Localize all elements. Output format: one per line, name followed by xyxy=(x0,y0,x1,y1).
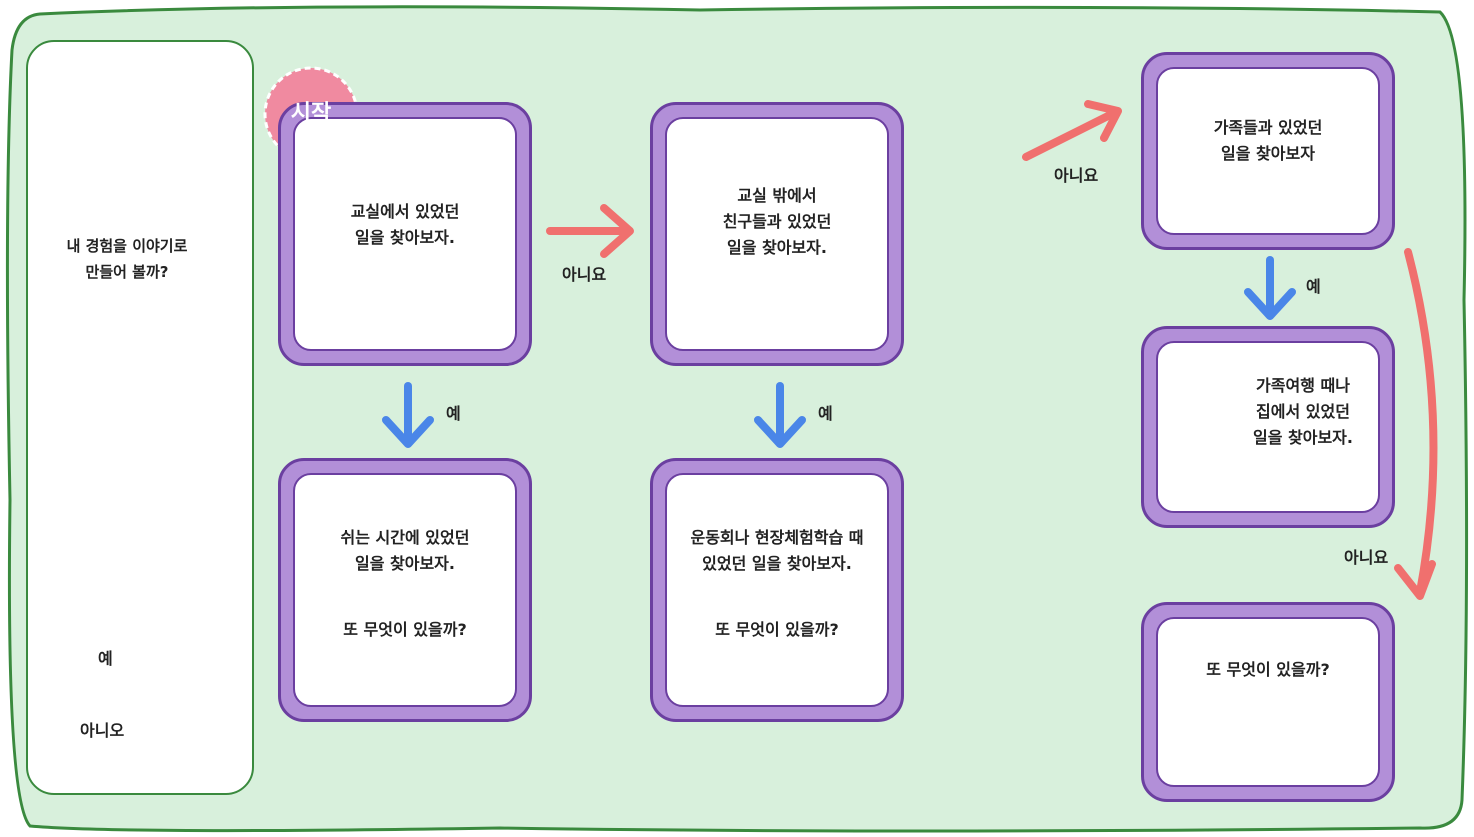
card-sports-line-3: 또 무엇이 있을까? xyxy=(715,620,839,639)
speech-line-1: 내 경험을 이야기로 xyxy=(66,237,188,255)
no-arrow-c2-c3 xyxy=(1022,100,1122,161)
card-break-line-1: 쉬는 시간에 있었던 xyxy=(340,528,470,547)
card-trip-line-3: 일을 찾아보자. xyxy=(1253,428,1353,447)
legend-no-label: 아니오 xyxy=(80,721,125,740)
card-outside-line-1: 교실 밖에서 xyxy=(737,186,817,205)
card-classroom: 교실에서 있었던 일을 찾아보자. xyxy=(278,102,532,366)
card-classroom-line-2: 일을 찾아보자. xyxy=(355,228,455,247)
card-outside-classroom: 교실 밖에서 친구들과 있었던 일을 찾아보자. xyxy=(650,102,904,366)
card-sports-day: 운동회나 현장체험학습 때 있었던 일을 찾아보자. 또 무엇이 있을까? xyxy=(650,458,904,722)
card-family-line-2: 일을 찾아보자 xyxy=(1221,144,1315,163)
card-trip-line-1: 가족여행 때나 xyxy=(1256,376,1350,395)
card-break-time-inner xyxy=(293,473,517,707)
card-break-time: 쉬는 시간에 있었던 일을 찾아보자. 또 무엇이 있을까? xyxy=(278,458,532,722)
card-family-trip: 가족여행 때나 집에서 있었던 일을 찾아보자. xyxy=(1141,326,1395,528)
no-arrow-c1-c2 xyxy=(546,204,634,258)
card-anything-else: 또 무엇이 있을까? xyxy=(1141,602,1395,802)
yes-arrow-c1-c4 xyxy=(382,382,434,448)
card-family-trip-inner xyxy=(1156,341,1380,513)
card-outside-classroom-inner xyxy=(665,117,889,351)
card-anything-else-inner xyxy=(1156,617,1380,787)
card-family-line-1: 가족들과 있었던 xyxy=(1213,118,1323,137)
card-break-line-3: 또 무엇이 있을까? xyxy=(343,620,467,639)
card-sports-day-inner xyxy=(665,473,889,707)
speech-bubble-text: 내 경험을 이야기로 만들어 볼까? xyxy=(52,233,202,285)
arrow-label-yes-3: 예 xyxy=(1306,277,1321,296)
arrow-label-yes-2: 예 xyxy=(818,404,833,423)
card-family: 가족들과 있었던 일을 찾아보자 xyxy=(1141,52,1395,250)
no-arrow-c3-c7 xyxy=(1394,248,1438,600)
card-classroom-line-1: 교실에서 있었던 xyxy=(350,202,460,221)
card-break-line-2: 일을 찾아보자. xyxy=(355,554,455,573)
card-sports-line-2: 있었던 일을 찾아보자. xyxy=(702,554,852,573)
arrow-label-no-2: 아니요 xyxy=(1054,166,1099,185)
card-outside-line-3: 일을 찾아보자. xyxy=(727,238,827,257)
yes-arrow-c3-c6 xyxy=(1244,256,1296,320)
arrow-label-no-3: 아니요 xyxy=(1344,548,1389,567)
arrow-label-yes-1: 예 xyxy=(446,404,461,423)
card-else-line-1: 또 무엇이 있을까? xyxy=(1206,660,1330,679)
arrow-label-no-1: 아니요 xyxy=(562,265,607,284)
legend-yes-label: 예 xyxy=(98,649,113,668)
left-panel xyxy=(26,40,254,795)
speech-line-2: 만들어 볼까? xyxy=(85,263,169,281)
start-badge-label: 시작 xyxy=(290,101,332,126)
card-outside-line-2: 친구들과 있었던 xyxy=(722,212,832,231)
card-trip-line-2: 집에서 있었던 xyxy=(1256,402,1350,421)
card-classroom-inner xyxy=(293,117,517,351)
card-family-inner xyxy=(1156,67,1380,235)
card-sports-line-1: 운동회나 현장체험학습 때 xyxy=(690,528,864,547)
yes-arrow-c2-c5 xyxy=(754,382,806,448)
